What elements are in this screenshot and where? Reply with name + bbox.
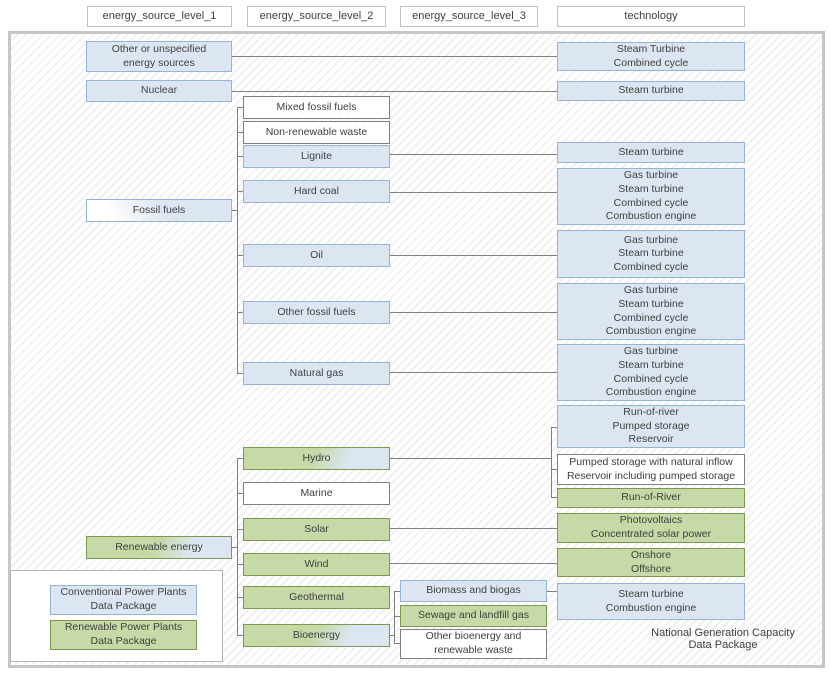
node-lignite: Lignite xyxy=(243,145,390,168)
connector-line xyxy=(390,458,551,459)
connector-line xyxy=(390,154,557,155)
connector-line xyxy=(390,372,557,373)
connector-line xyxy=(238,458,243,459)
connector-line xyxy=(238,373,243,374)
connector-line xyxy=(394,643,400,644)
connector-line xyxy=(390,255,557,256)
connector-line xyxy=(238,191,243,192)
node-hydro: Hydro xyxy=(243,447,390,470)
node-other-fossil-fuels: Other fossil fuels xyxy=(243,301,390,324)
node-sewage-and-landfill-gas: Sewage and landfill gas xyxy=(400,605,547,627)
connector-line xyxy=(390,635,394,636)
node-oil: Oil xyxy=(243,244,390,267)
node-solar: Solar xyxy=(243,518,390,541)
connector-line xyxy=(551,427,552,498)
connector-line xyxy=(551,469,557,470)
node-non-renewable-waste: Non-renewable waste xyxy=(243,121,390,144)
node-bioenergy: Bioenergy xyxy=(243,624,390,647)
node-hard-coal: Hard coal xyxy=(243,180,390,203)
node-fossil-fuels: Fossil fuels xyxy=(86,199,232,222)
connector-line xyxy=(551,497,557,498)
connector-line xyxy=(238,635,243,636)
node-other-bioenergy: Other bioenergy and renewable waste xyxy=(400,629,547,659)
node-marine: Marine xyxy=(243,482,390,505)
tech-hydro-run-of-river: Run-of-River xyxy=(557,488,745,508)
connector-line xyxy=(238,312,243,313)
tech-other-fossil-fuels: Gas turbine Steam turbine Combined cycle… xyxy=(557,283,745,340)
connector-line xyxy=(390,528,557,529)
connector-line xyxy=(238,493,243,494)
connector-line xyxy=(394,616,400,617)
tech-hard-coal: Gas turbine Steam turbine Combined cycle… xyxy=(557,168,745,225)
tech-wind: Onshore Offshore xyxy=(557,548,745,577)
header-energy-source-level-3: energy_source_level_3 xyxy=(400,6,538,27)
node-geothermal: Geothermal xyxy=(243,586,390,609)
tech-natural-gas: Gas turbine Steam turbine Combined cycle… xyxy=(557,344,745,401)
tech-lignite: Steam turbine xyxy=(557,142,745,163)
connector-line xyxy=(238,564,243,565)
tech-biomass: Steam turbine Combustion engine xyxy=(557,583,745,620)
caption-national-generation-capacity: National Generation Capacity Data Packag… xyxy=(651,627,795,651)
tech-nuclear: Steam turbine xyxy=(557,81,745,101)
connector-line xyxy=(238,255,243,256)
legend-conventional-package: Conventional Power Plants Data Package xyxy=(50,585,197,615)
node-renewable-energy: Renewable energy xyxy=(86,536,232,559)
header-energy-source-level-1: energy_source_level_1 xyxy=(87,6,232,27)
connector-line xyxy=(232,210,238,211)
node-nuclear: Nuclear xyxy=(86,80,232,102)
connector-line xyxy=(390,312,557,313)
tech-oil: Gas turbine Steam turbine Combined cycle xyxy=(557,230,745,278)
connector-line xyxy=(238,132,243,133)
connector-line xyxy=(232,91,557,92)
header-technology: technology xyxy=(557,6,745,27)
node-natural-gas: Natural gas xyxy=(243,362,390,385)
connector-line xyxy=(237,107,238,374)
connector-line xyxy=(238,107,243,108)
header-energy-source-level-2: energy_source_level_2 xyxy=(247,6,386,27)
connector-line xyxy=(547,591,557,592)
connector-line xyxy=(238,156,243,157)
connector-line xyxy=(238,529,243,530)
connector-line xyxy=(232,547,238,548)
tech-solar: Photovoltaics Concentrated solar power xyxy=(557,513,745,543)
legend-renewable-package: Renewable Power Plants Data Package xyxy=(50,620,197,650)
connector-line xyxy=(390,192,557,193)
connector-line xyxy=(237,458,238,636)
node-wind: Wind xyxy=(243,553,390,576)
node-mixed-fossil-fuels: Mixed fossil fuels xyxy=(243,96,390,119)
node-biomass-and-biogas: Biomass and biogas xyxy=(400,580,547,602)
tech-other-energy-sources: Steam Turbine Combined cycle xyxy=(557,42,745,71)
connector-line xyxy=(390,563,557,564)
connector-line xyxy=(238,597,243,598)
connector-line xyxy=(551,427,557,428)
connector-line xyxy=(232,56,557,57)
tech-hydro-alt: Pumped storage with natural inflow Reser… xyxy=(557,454,745,485)
connector-line xyxy=(394,591,400,592)
node-other-energy-sources: Other or unspecified energy sources xyxy=(86,41,232,72)
tech-hydro-main: Run-of-river Pumped storage Reservoir xyxy=(557,405,745,448)
connector-line xyxy=(394,591,395,644)
